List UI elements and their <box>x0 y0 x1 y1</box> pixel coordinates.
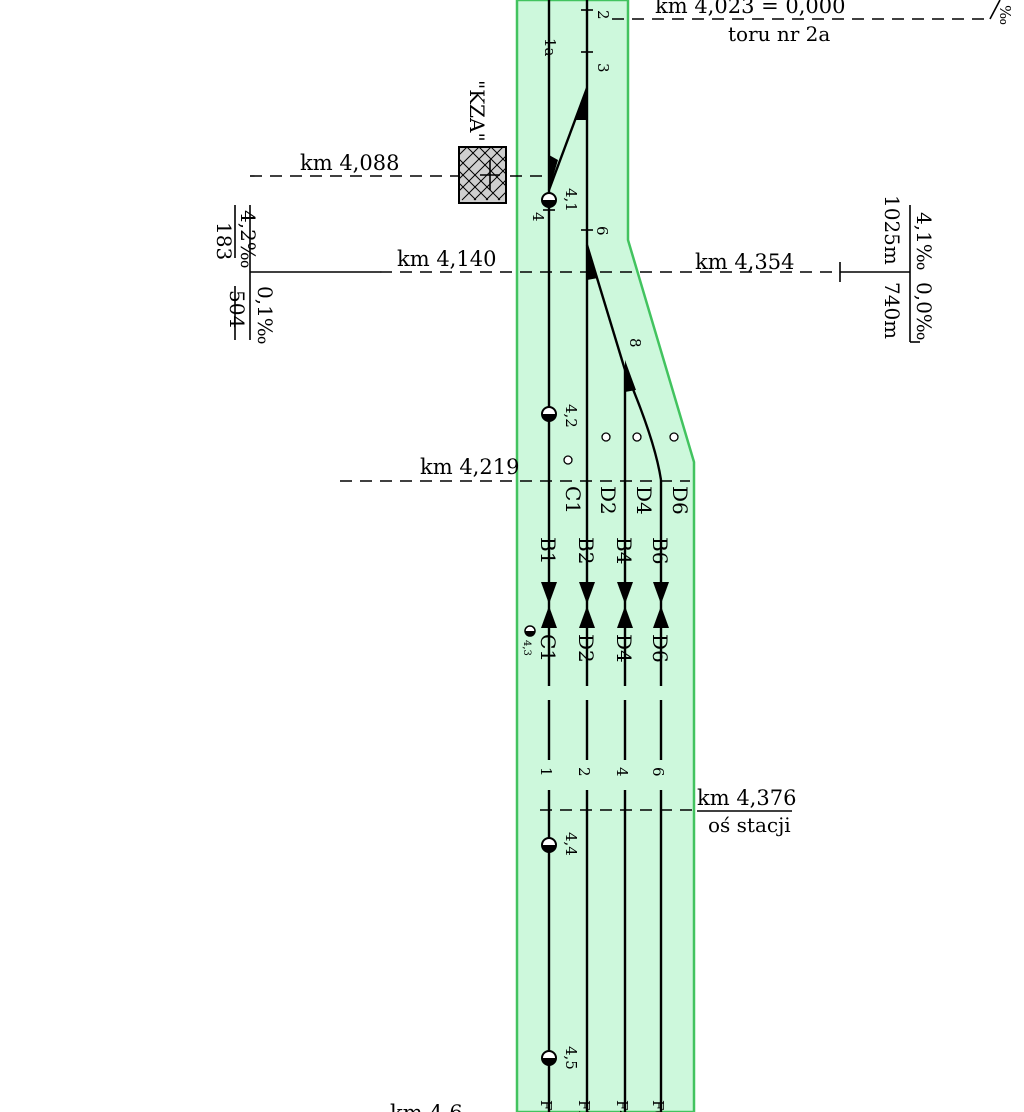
shunt-pair-4: B6 D6 <box>648 537 672 663</box>
km-4023-label: km 4,023 = 0,000 <box>655 0 846 18</box>
signal-4-2-label: 4,2 <box>562 404 580 428</box>
signal-4-4-label: 4,4 <box>562 832 580 856</box>
left-gradient-bottom-length: 504 <box>225 290 249 328</box>
switch-8-blade <box>625 360 636 392</box>
bottom-label-F6: F6 <box>649 1100 667 1112</box>
shunt-pair-1-top: B1 <box>536 537 560 564</box>
right-gradient-top-length: 1025m <box>880 195 904 265</box>
shunt-pair-4-bottom: D6 <box>648 634 672 663</box>
track-number-6: 6 <box>649 767 667 777</box>
km-4354-label: km 4,354 <box>695 250 794 274</box>
track-number-4: 4 <box>613 767 631 777</box>
track-number-1: 1 <box>537 767 555 777</box>
station-area <box>515 0 696 1112</box>
km-4376-sublabel: oś stacji <box>708 813 791 837</box>
signal-4-1 <box>541 192 557 208</box>
bottom-label-F4: F4 <box>613 1100 631 1112</box>
km-4376-label: km 4,376 <box>697 786 796 810</box>
shunt-pair-3-bottom: D4 <box>612 634 636 663</box>
signal-4-2 <box>541 406 557 422</box>
signal-4-5-label: 4,5 <box>562 1046 580 1070</box>
signal-4-1-label: 4,1 <box>562 188 580 212</box>
switch-label-4: 4 <box>529 212 547 222</box>
signal-4-5 <box>541 1050 557 1066</box>
switch-label-8: 8 <box>626 338 644 348</box>
km-bottom-label: km 4,6 <box>390 1101 463 1112</box>
left-gradient-top: 4,2‰ <box>236 210 260 269</box>
switch-label-2: 2 <box>594 10 612 20</box>
kza-post-hatch <box>458 146 507 201</box>
track-ticks <box>540 9 700 811</box>
shunt-pair-2-top: B2 <box>574 537 598 564</box>
switch-3-blade <box>576 88 587 120</box>
bottom-label-F2: F2 <box>575 1100 593 1112</box>
shunt-pair-1: B1 C1 <box>536 537 560 662</box>
shunt-pair-4-top: B6 <box>648 537 672 564</box>
shunt-pair-2: B2 D2 <box>574 537 598 663</box>
kza-post-name: "KZA" <box>465 80 489 142</box>
km-4023-sublabel: toru nr 2a <box>728 22 830 46</box>
left-gradient-bottom: 0,1‰ <box>253 286 277 345</box>
switch-label-1a: 1a <box>541 38 559 57</box>
switch-6-blade <box>587 245 598 280</box>
switch-crossover <box>547 87 589 191</box>
signal-4-4 <box>541 837 557 853</box>
km-4088-label: km 4,088 <box>300 151 399 175</box>
left-gradient-top-length: 183 <box>212 222 236 260</box>
label-gaps <box>540 686 670 790</box>
corner-permille: ‰ <box>996 5 1014 25</box>
shunt-pair-3-top: B4 <box>612 537 636 564</box>
km-4140-label: km 4,140 <box>397 247 496 271</box>
km-4219-label: km 4,219 <box>420 455 519 479</box>
right-gradient-bottom: 0,0‰ <box>912 282 936 341</box>
bottom-label-F1: F1 <box>537 1100 555 1112</box>
switch-label-3: 3 <box>594 63 612 73</box>
track-head-C1: C1 <box>561 486 585 514</box>
track-head-D2: D2 <box>596 486 620 515</box>
shunt-glyphs <box>563 432 679 465</box>
signal-4-3 <box>524 625 536 637</box>
shunt-pair-1-bottom: C1 <box>536 634 560 662</box>
shunt-pair-3: B4 D4 <box>612 537 636 663</box>
signal-4-3-label: 4,3 <box>521 640 532 656</box>
track-head-D4: D4 <box>632 486 656 515</box>
shunt-pair-2-bottom: D2 <box>574 634 598 663</box>
right-gradient-bottom-length: 740m <box>880 282 904 339</box>
track-number-2: 2 <box>575 767 593 777</box>
right-gradient-top: 4,1‰ <box>912 212 936 271</box>
track-head-D6: D6 <box>668 486 692 515</box>
switch-4-blade <box>549 155 558 190</box>
switch-label-6: 6 <box>593 226 611 236</box>
